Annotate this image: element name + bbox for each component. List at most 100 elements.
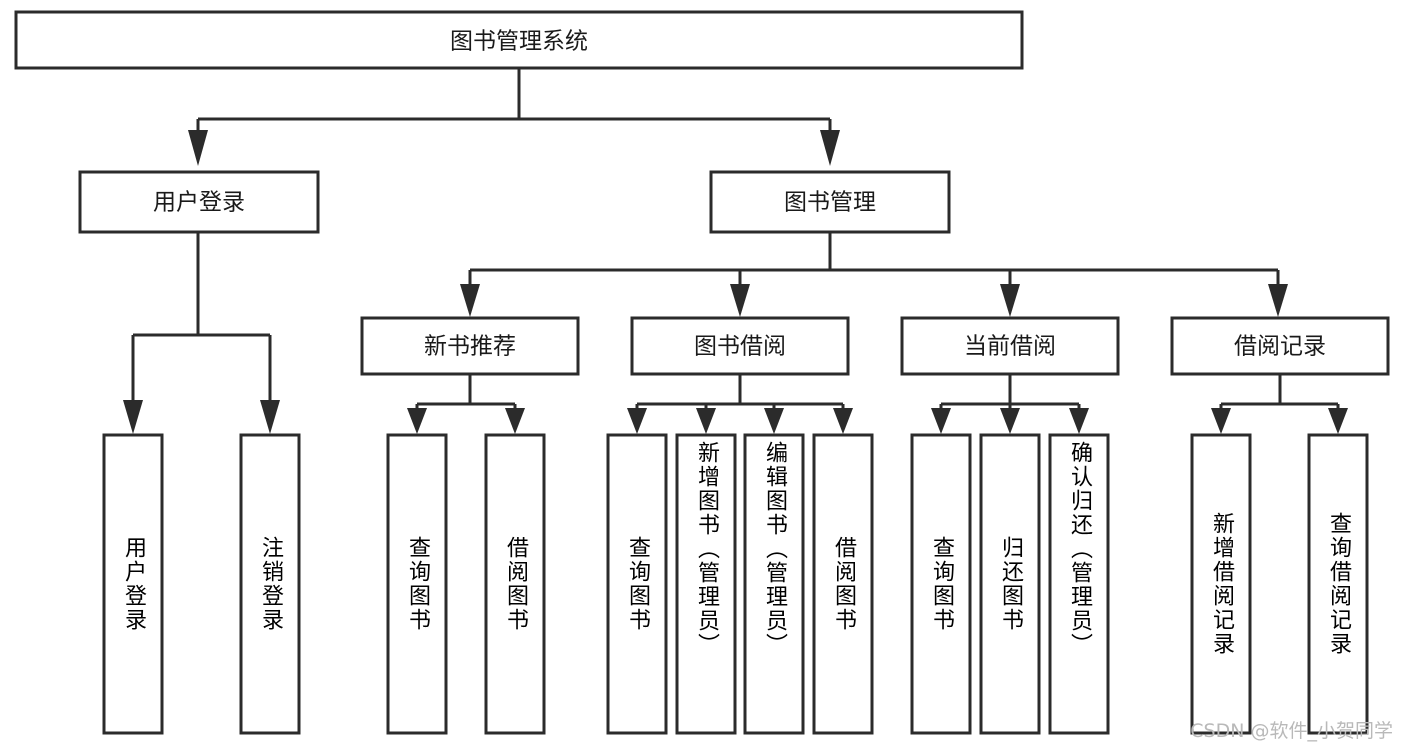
node-leaf-return-book-label: 归还图书 xyxy=(998,536,1023,632)
node-root-label: 图书管理系统 xyxy=(450,29,588,55)
arrow-head-book-manage xyxy=(820,130,840,166)
node-leaf-query-book-3-rect[interactable] xyxy=(910,433,972,735)
connector-book-manage-to-level3 xyxy=(460,232,1288,317)
node-leaf-query-record[interactable]: 查询借阅记录 xyxy=(1307,433,1369,735)
connector-book-borrow-to-leaves xyxy=(627,374,853,434)
node-leaf-query-book-2-label-wrap: 查询图书 xyxy=(625,536,650,632)
arrow-head-leaf-query-book-1 xyxy=(407,408,427,434)
node-user-login-label: 用户登录 xyxy=(153,190,245,216)
node-leaf-query-book-3-label-wrap: 查询图书 xyxy=(929,536,954,632)
connector-user-login-to-leaves xyxy=(123,232,280,434)
node-leaf-logout-rect[interactable] xyxy=(239,433,301,735)
node-current-borrow-label: 当前借阅 xyxy=(964,334,1056,360)
node-leaf-confirm-return[interactable]: 确认归还（管理员） xyxy=(1048,433,1110,735)
node-leaf-add-record-label: 新增借阅记录 xyxy=(1209,512,1234,656)
node-borrow-record-label: 借阅记录 xyxy=(1234,334,1326,360)
node-root-rect[interactable] xyxy=(14,10,1024,70)
arrow-head-leaf-borrow-book-1 xyxy=(505,408,525,434)
node-leaf-return-book[interactable]: 归还图书 xyxy=(979,433,1041,735)
node-leaf-borrow-book-1[interactable]: 借阅图书 xyxy=(484,433,546,735)
connector-root-to-level2 xyxy=(188,68,840,166)
arrow-head-leaf-add-record xyxy=(1211,408,1231,434)
node-borrow-record-rect[interactable] xyxy=(1170,316,1390,376)
arrow-head-leaf-borrow-book-2 xyxy=(833,408,853,434)
arrow-head-leaf-query-book-3 xyxy=(931,408,951,434)
node-leaf-add-book[interactable]: 新增图书（管理员） xyxy=(675,433,737,735)
arrow-head-leaf-query-book-2 xyxy=(627,408,647,434)
node-root[interactable]: 图书管理系统 xyxy=(14,10,1024,70)
node-leaf-confirm-return-label: 确认归还（管理员） xyxy=(1067,441,1092,657)
connector-new-book-recommend-to-leaves xyxy=(407,374,525,434)
node-book-borrow[interactable]: 图书借阅 xyxy=(630,316,850,376)
node-leaf-borrow-book-1-rect[interactable] xyxy=(484,433,546,735)
node-leaf-query-book-3[interactable]: 查询图书 xyxy=(910,433,972,735)
arrow-head-leaf-edit-book xyxy=(764,408,784,434)
node-leaf-query-book-1-label: 查询图书 xyxy=(405,536,430,632)
connector-borrow-record-to-leaves xyxy=(1211,374,1348,434)
node-borrow-record[interactable]: 借阅记录 xyxy=(1170,316,1390,376)
arrow-head-leaf-query-record xyxy=(1328,408,1348,434)
node-leaf-borrow-book-1-label: 借阅图书 xyxy=(503,536,528,632)
node-leaf-add-record-rect[interactable] xyxy=(1190,433,1252,735)
node-leaf-confirm-return-label-wrap: 确认归还（管理员） xyxy=(1067,441,1092,657)
node-leaf-query-book-2-rect[interactable] xyxy=(606,433,668,735)
node-leaf-borrow-book-2-rect[interactable] xyxy=(812,433,874,735)
node-leaf-borrow-book-2-label: 借阅图书 xyxy=(831,536,856,632)
arrow-head-book-borrow xyxy=(730,284,750,317)
node-book-manage-label: 图书管理 xyxy=(784,190,876,216)
node-leaf-logout-label-wrap: 注销登录 xyxy=(258,536,283,632)
arrow-head-leaf-user-login xyxy=(123,400,143,434)
node-leaf-edit-book[interactable]: 编辑图书（管理员） xyxy=(743,433,805,735)
node-leaf-return-book-label-wrap: 归还图书 xyxy=(998,536,1023,632)
connector-current-borrow-to-leaves xyxy=(931,374,1089,434)
node-leaf-borrow-book-2-label-wrap: 借阅图书 xyxy=(831,536,856,632)
node-leaf-confirm-return-rect[interactable] xyxy=(1048,433,1110,735)
node-leaf-edit-book-rect[interactable] xyxy=(743,433,805,735)
node-book-manage[interactable]: 图书管理 xyxy=(709,170,951,234)
node-leaf-borrow-book-2[interactable]: 借阅图书 xyxy=(812,433,874,735)
node-user-login[interactable]: 用户登录 xyxy=(78,170,320,234)
node-leaf-query-book-1-label-wrap: 查询图书 xyxy=(405,536,430,632)
node-leaf-user-login-label-wrap: 用户登录 xyxy=(121,536,146,632)
node-leaf-add-book-label-wrap: 新增图书（管理员） xyxy=(694,441,719,657)
node-leaf-logout[interactable]: 注销登录 xyxy=(239,433,301,735)
node-new-book-recommend-rect[interactable] xyxy=(360,316,580,376)
node-current-borrow-rect[interactable] xyxy=(900,316,1120,376)
node-leaf-user-login-label: 用户登录 xyxy=(121,536,146,632)
arrow-head-leaf-return-book xyxy=(1000,408,1020,434)
node-new-book-recommend-label: 新书推荐 xyxy=(424,334,516,360)
node-leaf-query-book-2-label: 查询图书 xyxy=(625,536,650,632)
node-leaf-query-book-1-rect[interactable] xyxy=(386,433,448,735)
node-current-borrow[interactable]: 当前借阅 xyxy=(900,316,1120,376)
node-leaf-add-record[interactable]: 新增借阅记录 xyxy=(1190,433,1252,735)
node-leaf-query-record-label-wrap: 查询借阅记录 xyxy=(1326,512,1351,656)
node-leaf-user-login[interactable]: 用户登录 xyxy=(102,433,164,735)
node-leaf-user-login-rect[interactable] xyxy=(102,433,164,735)
node-leaf-add-book-label: 新增图书（管理员） xyxy=(694,441,719,657)
node-leaf-edit-book-label: 编辑图书（管理员） xyxy=(762,441,787,657)
node-book-borrow-rect[interactable] xyxy=(630,316,850,376)
node-leaf-query-book-3-label: 查询图书 xyxy=(929,536,954,632)
arrow-head-leaf-confirm-return xyxy=(1069,408,1089,434)
node-leaf-query-record-label: 查询借阅记录 xyxy=(1326,512,1351,656)
arrow-head-leaf-add-book xyxy=(696,408,716,434)
arrow-head-borrow-record xyxy=(1268,284,1288,317)
node-leaf-return-book-rect[interactable] xyxy=(979,433,1041,735)
node-leaf-borrow-book-1-label-wrap: 借阅图书 xyxy=(503,536,528,632)
node-leaf-edit-book-label-wrap: 编辑图书（管理员） xyxy=(762,441,787,657)
node-book-borrow-label: 图书借阅 xyxy=(694,334,786,360)
node-leaf-query-book-1[interactable]: 查询图书 xyxy=(386,433,448,735)
node-leaf-add-record-label-wrap: 新增借阅记录 xyxy=(1209,512,1234,656)
node-new-book-recommend[interactable]: 新书推荐 xyxy=(360,316,580,376)
node-book-manage-rect[interactable] xyxy=(709,170,951,234)
node-leaf-add-book-rect[interactable] xyxy=(675,433,737,735)
arrow-head-current-borrow xyxy=(1000,284,1020,317)
node-leaf-query-record-rect[interactable] xyxy=(1307,433,1369,735)
node-user-login-rect[interactable] xyxy=(78,170,320,234)
node-leaf-query-book-2[interactable]: 查询图书 xyxy=(606,433,668,735)
arrow-head-leaf-logout xyxy=(260,400,280,434)
node-leaf-logout-label: 注销登录 xyxy=(258,536,283,632)
arrow-head-new-book-recommend xyxy=(460,284,480,317)
